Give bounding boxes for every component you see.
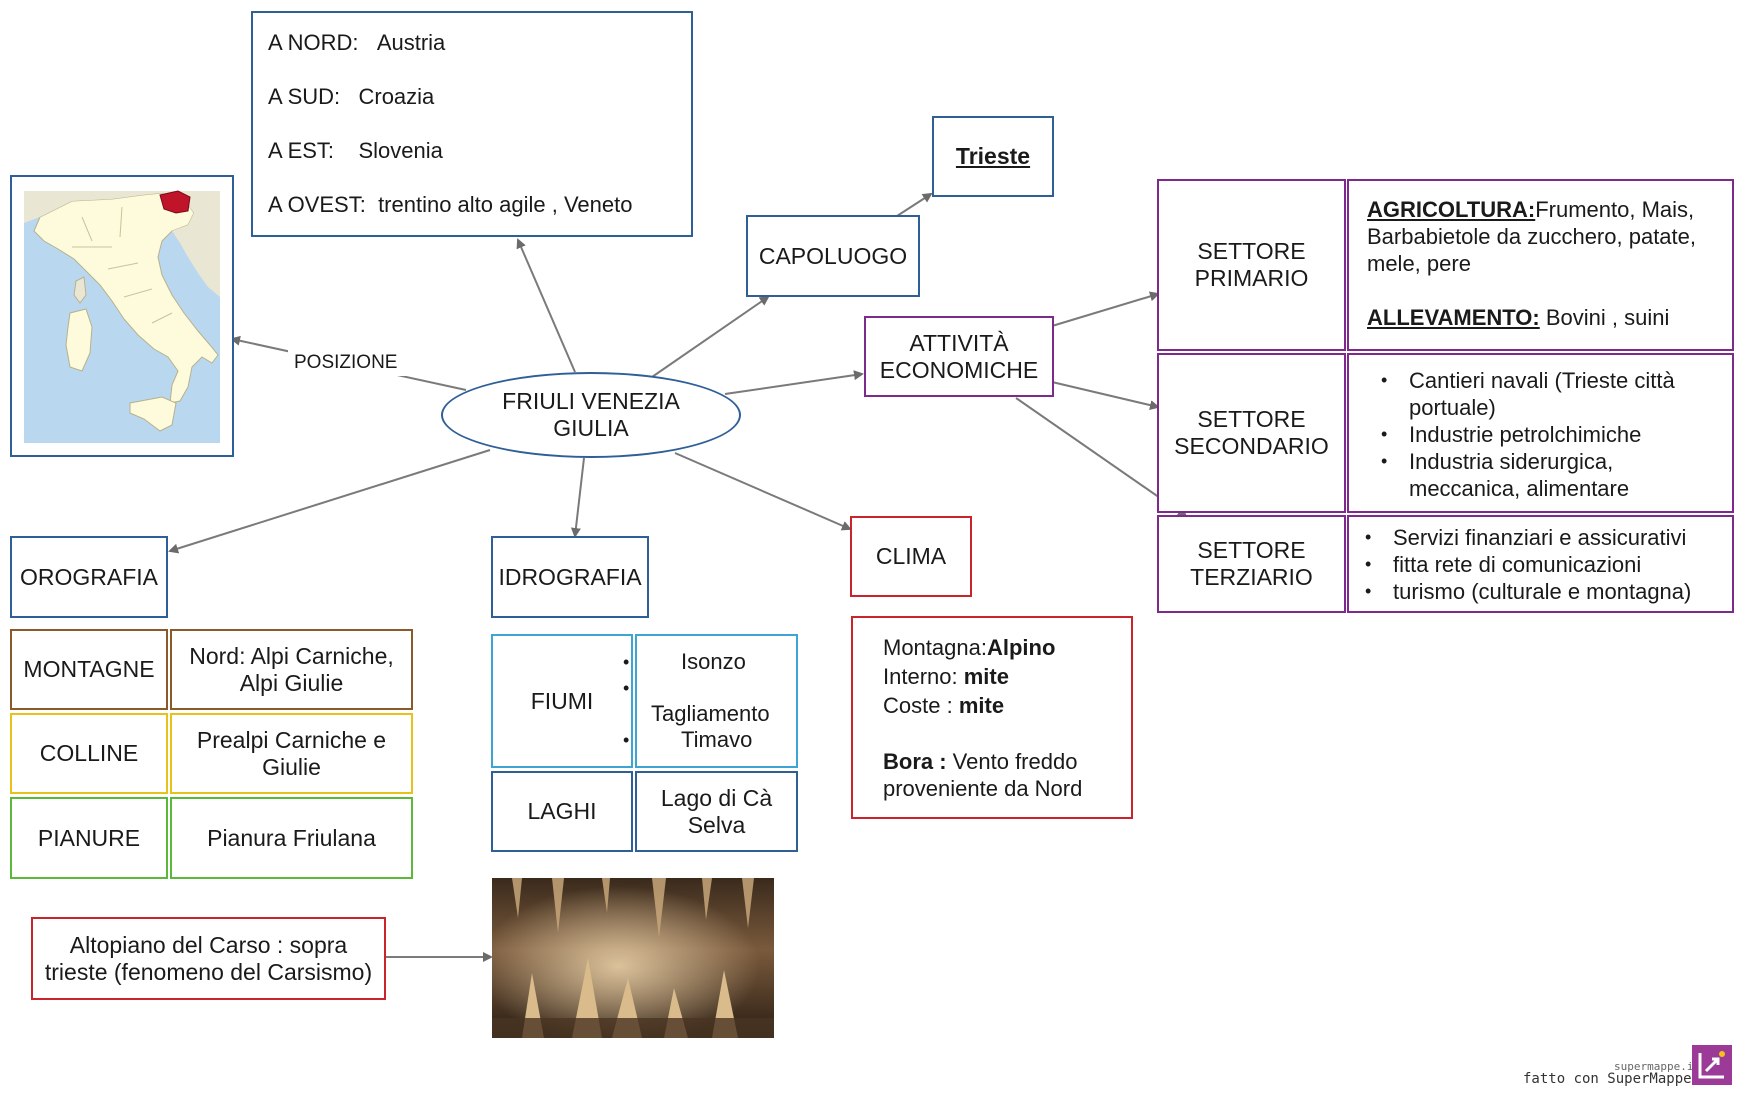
fiume-item: Isonzo: [623, 649, 770, 675]
montagne-value: Nord: Alpi Carniche, Alpi Giulie: [170, 629, 413, 710]
confini-list: A NORD: Austria A SUD: Croazia A EST: Sl…: [268, 16, 632, 232]
confine-est: A EST: Slovenia: [268, 138, 443, 163]
confine-nord: A NORD: Austria: [268, 30, 446, 55]
colline-key: COLLINE: [10, 713, 168, 794]
idrografia-label: IDROGRAFIA: [498, 563, 642, 590]
italy-map-image: [24, 190, 220, 443]
attivita-label-line2: ECONOMICHE: [879, 356, 1039, 383]
confini-box[interactable]: A NORD: Austria A SUD: Croazia A EST: Sl…: [251, 11, 693, 237]
confine-sud: A SUD: Croazia: [268, 84, 435, 109]
clima-montagna: Montagna:Alpino: [883, 635, 1056, 660]
orografia-label: OROGRAFIA: [19, 563, 158, 590]
pianure-key: PIANURE: [10, 797, 168, 879]
line-trieste: [896, 192, 933, 217]
line-confini: [516, 238, 576, 373]
trieste-label: Trieste: [955, 143, 1031, 169]
settore-terziario-node[interactable]: SETTORE TERZIARIO: [1157, 515, 1346, 613]
attivita-economiche-node[interactable]: ATTIVITÀ ECONOMICHE: [864, 316, 1054, 397]
supermappe-brand: fatto con SuperMappe: [1523, 1071, 1692, 1087]
line-clima: [674, 452, 852, 531]
clima-node[interactable]: CLIMA: [850, 516, 972, 597]
carso-text: Altopiano del Carso : sopra trieste (fen…: [44, 931, 373, 985]
cave-photo-image: [492, 878, 774, 1038]
sicily-shape: [129, 396, 177, 432]
supermappe-small: supermappe.it: [1614, 1060, 1701, 1073]
capoluogo-node[interactable]: CAPOLUOGO: [746, 215, 920, 297]
laghi-value: Lago di Cà Selva: [635, 771, 798, 852]
line-orografia: [168, 449, 491, 554]
pianure-value: Pianura Friulana: [170, 797, 413, 879]
center-title-line2: GIULIA: [553, 415, 629, 441]
line-idrografia: [570, 457, 585, 538]
confine-ovest: A OVEST: trentino alto agile , Veneto: [268, 192, 633, 217]
colline-value: Prealpi Carniche e Giulie: [170, 713, 413, 794]
line-capoluogo: [651, 295, 770, 378]
friuli-region-shape: [159, 190, 191, 214]
line-attivita: [724, 370, 864, 395]
clima-coste: Coste : mite: [883, 693, 1005, 718]
fiume-item: Tagliamento: [623, 675, 770, 727]
secondario-item: Industrie petrolchimiche: [1381, 421, 1722, 448]
attivita-label-line1: ATTIVITÀ: [909, 329, 1009, 356]
terziario-item: Servizi finanziari e assicurativi: [1365, 524, 1691, 551]
line-secondario: [1051, 381, 1160, 411]
settore-primario-node[interactable]: SETTORE PRIMARIO: [1157, 179, 1346, 351]
secondario-item: Cantieri navali (Trieste città portuale): [1381, 367, 1722, 421]
clima-bora: Bora : Vento freddo proveniente da Nord: [883, 749, 1083, 801]
secondario-label-line2: SECONDARIO: [1174, 433, 1329, 459]
agricoltura-text: AGRICOLTURA:Frumento, Mais, Barbabietole…: [1367, 197, 1697, 276]
terziario-item: fitta rete di comunicazioni: [1365, 551, 1691, 578]
primario-label-line1: SETTORE: [1197, 238, 1306, 264]
clima-label: CLIMA: [875, 543, 947, 569]
laghi-key: LAGHI: [491, 771, 633, 852]
secondario-item: Industria siderurgica, meccanica, alimen…: [1381, 448, 1722, 502]
center-title-line1: FRIULI VENEZIA: [502, 388, 680, 414]
terziario-detail: Servizi finanziari e assicurativi fitta …: [1347, 515, 1734, 613]
line-primario: [1051, 291, 1160, 327]
supermappe-logo-icon: [1692, 1045, 1732, 1085]
terziario-item: turismo (culturale e montagna): [1365, 578, 1691, 605]
primario-detail: AGRICOLTURA:Frumento, Mais, Barbabietole…: [1347, 179, 1734, 351]
primario-label-line2: PRIMARIO: [1194, 265, 1309, 291]
italy-map: [10, 175, 234, 457]
posizione-label: POSIZIONE: [294, 352, 398, 373]
orografia-node[interactable]: OROGRAFIA: [10, 536, 168, 618]
center-node[interactable]: FRIULI VENEZIA GIULIA: [441, 372, 741, 458]
montagne-key: MONTAGNE: [10, 629, 168, 710]
capoluogo-label: CAPOLUOGO: [758, 242, 908, 269]
carso-node[interactable]: Altopiano del Carso : sopra trieste (fen…: [31, 917, 386, 1000]
fiumi-value: Isonzo Tagliamento Timavo: [623, 634, 798, 768]
settore-secondario-node[interactable]: SETTORE SECONDARIO: [1157, 353, 1346, 513]
clima-detail: Montagna:Alpino Interno: mite Coste : mi…: [851, 616, 1133, 819]
fiumi-key: FIUMI: [491, 634, 633, 768]
secondario-label-line1: SETTORE: [1197, 406, 1306, 432]
sardinia-shape: [65, 308, 93, 372]
terziario-label-line1: SETTORE: [1197, 537, 1306, 563]
fiume-item: Timavo: [623, 727, 770, 753]
terziario-label-line2: TERZIARIO: [1190, 564, 1313, 590]
allevamento-text: ALLEVAMENTO: Bovini , suini: [1367, 305, 1670, 330]
clima-interno: Interno: mite: [883, 664, 1009, 689]
cave-photo: [492, 878, 774, 1038]
trieste-node[interactable]: Trieste: [932, 116, 1054, 197]
idrografia-node[interactable]: IDROGRAFIA: [491, 536, 649, 618]
secondario-detail: Cantieri navali (Trieste città portuale)…: [1347, 353, 1734, 513]
